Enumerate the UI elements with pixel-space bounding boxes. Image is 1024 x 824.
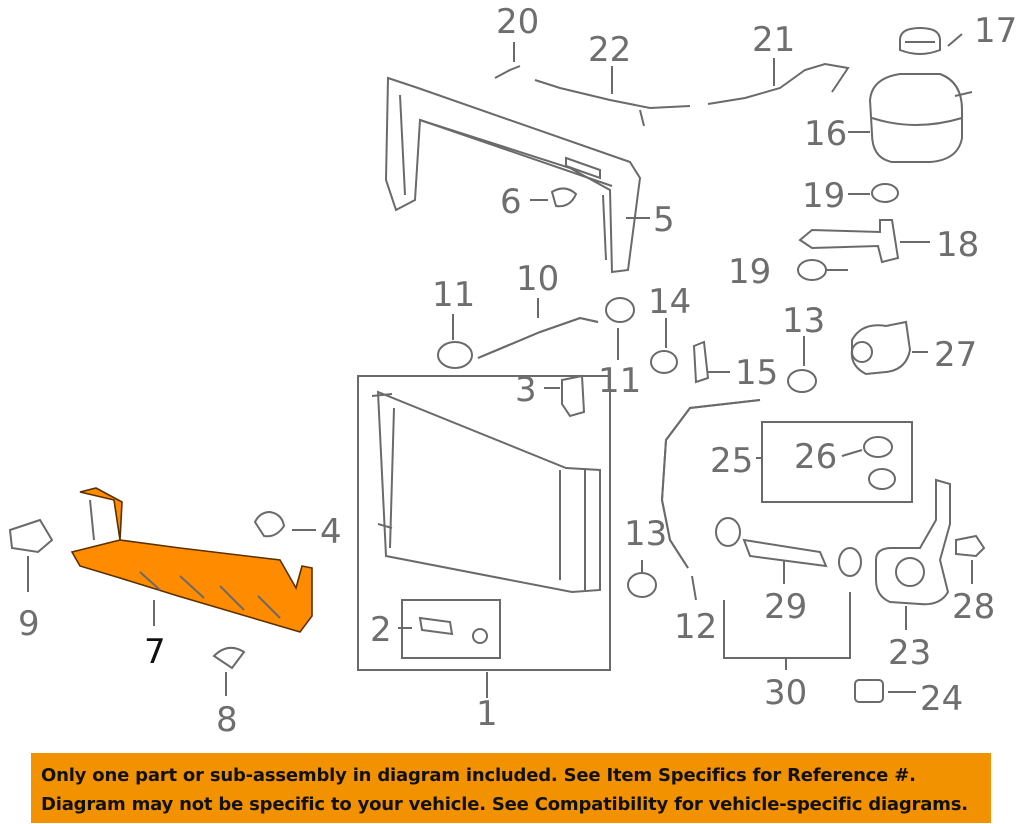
callout-29: 29 (764, 587, 807, 627)
callout-14: 14 (648, 282, 691, 322)
callout-22: 22 (588, 30, 631, 70)
callout-12: 12 (674, 607, 717, 647)
callout-8: 8 (216, 700, 238, 740)
callout-11-lower: 11 (598, 361, 641, 401)
callout-7: 7 (144, 632, 166, 672)
callout-18: 18 (936, 225, 979, 265)
hose-clamp (650, 350, 678, 374)
callout-1: 1 (476, 694, 498, 734)
callout-numbers: 1 2 3 4 5 6 7 8 9 10 11 11 12 13 13 14 1… (18, 2, 1017, 740)
thermostat-housing (850, 320, 912, 376)
leader-lines (27, 33, 973, 698)
callout-26: 26 (794, 437, 837, 477)
callout-24: 24 (920, 679, 963, 719)
coolant-reservoir (868, 26, 973, 163)
gasket (854, 679, 884, 703)
overflow-hoses (494, 62, 850, 127)
bypass-pipe (715, 517, 862, 659)
disclaimer-line-2: Diagram may not be specific to your vehi… (41, 794, 968, 815)
hose-clamp-lower (797, 259, 827, 281)
bolt (550, 187, 578, 208)
callout-16: 16 (804, 114, 847, 154)
hose-bracket (692, 340, 710, 384)
callout-27: 27 (934, 335, 977, 375)
retainer-nut (253, 510, 286, 538)
water-outlet (875, 478, 951, 606)
radiator (357, 375, 611, 671)
callout-20: 20 (496, 2, 539, 42)
callout-21: 21 (752, 20, 795, 60)
radiator-support-frame (384, 76, 642, 274)
callout-30: 30 (764, 673, 807, 713)
lower-radiator-hose (627, 399, 761, 598)
callout-11-upper: 11 (432, 275, 475, 315)
callout-13-upper: 13 (782, 301, 825, 341)
callout-10: 10 (516, 259, 559, 299)
push-clip (212, 646, 246, 670)
outlet-pipe (798, 219, 900, 264)
callout-5: 5 (653, 200, 675, 240)
air-temperature-sensor (8, 518, 54, 554)
callout-13-lower: 13 (624, 514, 667, 554)
temperature-sensor (955, 534, 986, 558)
callout-9: 9 (18, 604, 40, 644)
callout-2: 2 (370, 610, 392, 650)
seal-kit (761, 421, 913, 503)
lower-air-deflector (70, 487, 313, 633)
callout-15: 15 (735, 353, 778, 393)
radiator-bracket (561, 374, 586, 418)
callout-4: 4 (320, 512, 342, 552)
callout-19-lower: 19 (728, 252, 771, 292)
disclaimer-line-1: Only one part or sub-assembly in diagram… (41, 765, 916, 786)
callout-25: 25 (710, 441, 753, 481)
upper-radiator-hose (437, 297, 635, 369)
callout-3: 3 (515, 370, 537, 410)
hose-clamp-upper (871, 183, 899, 203)
callout-17: 17 (974, 11, 1017, 51)
callout-23: 23 (888, 633, 931, 673)
disclaimer-banner: Only one part or sub-assembly in diagram… (31, 753, 991, 823)
callout-28: 28 (952, 587, 995, 627)
hose-clamp-13-upper (787, 369, 817, 393)
callout-6: 6 (500, 182, 522, 222)
callout-19-upper: 19 (802, 176, 845, 216)
